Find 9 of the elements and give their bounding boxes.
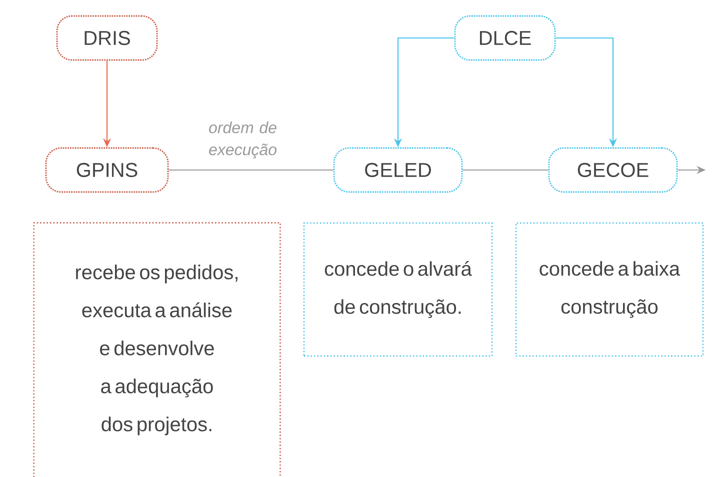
label-pill: DRIS <box>56 15 158 61</box>
description-box: concede o alvará de construção. <box>303 222 493 357</box>
label-pill: GECOE <box>548 147 678 193</box>
label-pill: DLCE <box>454 15 556 61</box>
label-pill: GELED <box>333 147 463 193</box>
description-box: recebe os pedidos, executa a análise e desenvolve a adequação dos projetos. <box>33 222 281 477</box>
label-pill: GPINS <box>45 147 169 193</box>
description-box: concede a baixa construção <box>515 222 704 357</box>
edge-label: ordem de execução <box>209 122 276 158</box>
